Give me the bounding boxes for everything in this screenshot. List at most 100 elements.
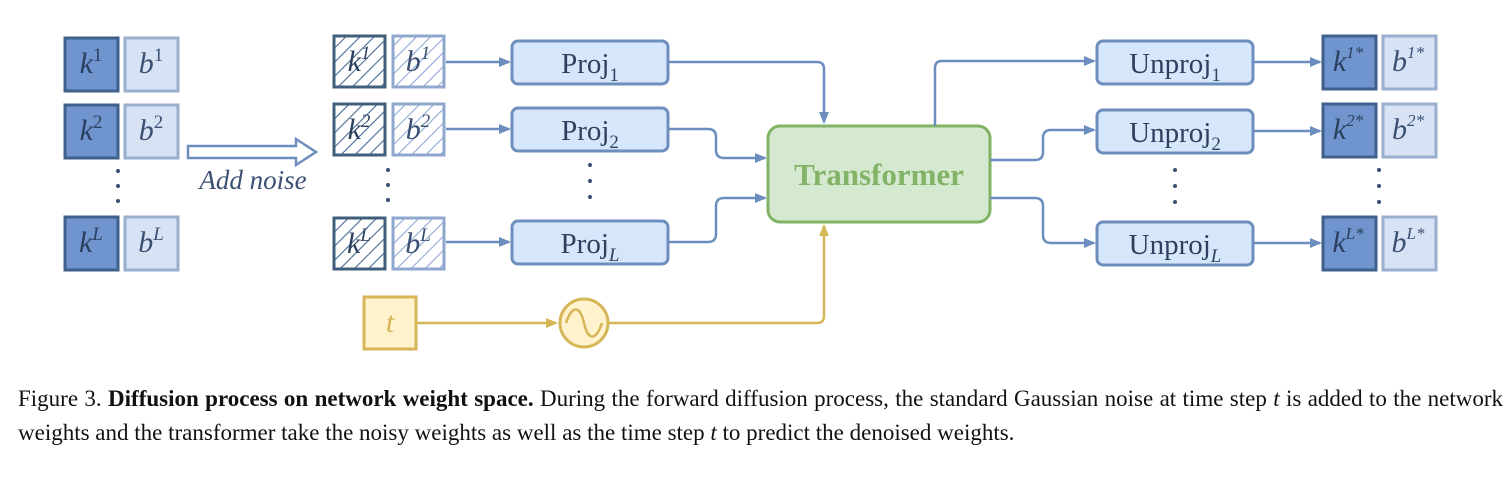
noisy-bias-L-label: b [405,227,420,260]
svg-text:b2: b2 [139,112,164,147]
svg-text:k2: k2 [348,111,371,146]
input-bias-L-sup: L [152,224,164,245]
svg-text:bL*: bL* [1392,224,1425,259]
unproj-L-sub: L [1210,246,1222,267]
proj-layers: Proj1 Proj2 ProjL [510,39,670,266]
svg-text:Unproj1: Unproj1 [1129,48,1221,86]
unproj-L-label: Unproj [1129,229,1211,261]
noisy-kernel-L-sup: L [359,225,371,246]
proj-2-sub: 2 [609,132,619,153]
transformer-to-unproj-arrows [933,56,1096,248]
unproj-1-label: Unproj [1129,48,1211,80]
svg-text:kL: kL [79,224,103,259]
add-noise-label: Add noise [197,165,306,195]
unproj-vertical-ellipsis [1173,168,1177,204]
input-kernel-L [63,215,120,272]
time-step-branch: t [362,224,829,351]
output-kernel-1-sup: 1* [1346,43,1364,62]
noisy-kernel-2 [332,102,387,157]
embedding-to-transformer-arrow [608,224,829,325]
output-bias-1-label: b [1392,45,1407,78]
output-kernel-L [1321,215,1378,272]
noisy-kernel-1-label: k [348,45,362,78]
input-kernel-2-sup: 2 [93,112,103,133]
svg-text:bL: bL [138,224,164,259]
output-kernel-1 [1321,34,1378,91]
noisy-bias-1 [391,34,446,89]
figure-caption: Figure 3. Diffusion process on network w… [18,382,1503,450]
input-kernel-2-label: k [80,114,94,147]
proj-2-label: Proj [561,115,609,147]
noisy-bias-L [391,216,446,271]
svg-text:bL: bL [405,225,431,260]
input-bias-1 [123,36,180,93]
proj-1-sub: 1 [609,65,619,86]
input-weights: k1 b1 k2 b2 kL bL [63,36,180,272]
input-kernel-2 [63,103,120,160]
input-bias-1-label: b [139,47,154,80]
noisy-bias-1-label: b [406,45,421,78]
proj-L-sub: L [608,245,620,266]
caption-body-c: to predict the denoised weights. [722,420,1015,445]
noisy-bias-2 [391,102,446,157]
caption-body-b: is added to the network weights and the … [18,386,1504,445]
caption-var-t2: t [710,420,717,445]
noisy-weights: k1 b1 k2 b2 kL bL [332,34,446,271]
noisy-kernel-L [332,216,387,271]
svg-text:kL: kL [347,225,371,260]
svg-text:b1: b1 [406,43,431,78]
svg-text:Proj2: Proj2 [561,115,619,153]
caption-title: Diffusion process on network weight spac… [108,386,534,411]
proj-vertical-ellipsis [588,163,592,199]
noisy-to-proj-arrows [446,57,511,247]
svg-text:ProjL: ProjL [561,228,620,266]
sinusoidal-embedding-icon [558,297,610,349]
output-bias-2-label: b [1392,113,1407,146]
input-bias-1-sup: 1 [154,45,164,66]
svg-text:b1: b1 [139,45,164,80]
output-bias-1 [1381,34,1438,91]
noisy-bias-1-sup: 1 [421,43,431,64]
svg-text:b2*: b2* [1392,111,1425,146]
input-bias-2 [123,103,180,160]
output-kernel-2 [1321,102,1378,159]
output-vertical-ellipsis [1377,168,1381,204]
input-kernel-1-label: k [80,47,94,80]
svg-text:b1*: b1* [1392,43,1425,78]
proj-to-transformer-arrows [668,60,829,244]
output-bias-1-sup: 1* [1407,43,1425,62]
input-bias-L [123,215,180,272]
output-kernel-2-sup: 2* [1346,111,1364,130]
output-bias-2 [1381,102,1438,159]
svg-text:k1: k1 [80,45,103,80]
svg-text:b2: b2 [406,111,431,146]
svg-text:UnprojL: UnprojL [1129,229,1222,267]
noisy-kernel-1 [332,34,387,89]
input-kernel-1-sup: 1 [93,45,103,66]
svg-text:Proj1: Proj1 [561,48,619,86]
svg-text:k2: k2 [80,112,103,147]
transformer-box [766,124,992,224]
svg-text:kL*: kL* [1332,224,1364,259]
output-bias-L-label: b [1392,226,1407,259]
unproj-to-output-arrows [1253,57,1322,248]
caption-var-t1: t [1273,386,1280,411]
add-noise-arrow: Add noise [186,136,319,195]
proj-1-label: Proj [561,48,609,80]
transformer-label: Transformer [794,157,964,192]
output-weights: k1* b1* k2* b2* kL* bL* [1321,34,1438,272]
figure-label: Figure 3. [18,386,102,411]
caption-body-a: During the forward diffusion process, th… [540,386,1267,411]
unproj-2-sub: 2 [1211,134,1221,155]
input-bias-2-sup: 2 [154,112,164,133]
diffusion-diagram: k1 b1 k2 b2 kL bL Add noise k1 b1 k2 b2 [63,34,1438,351]
noisy-bias-L-sup: L [419,225,431,246]
noisy-bias-2-sup: 2 [421,111,431,132]
transformer-block: Transformer [766,124,992,224]
output-kernel-L-sup: L* [1345,224,1364,243]
output-bias-L [1381,215,1438,272]
svg-text:k1: k1 [348,43,371,78]
input-vertical-ellipsis [116,169,120,203]
input-kernel-L-label: k [79,226,93,259]
svg-text:Unproj2: Unproj2 [1129,117,1221,155]
